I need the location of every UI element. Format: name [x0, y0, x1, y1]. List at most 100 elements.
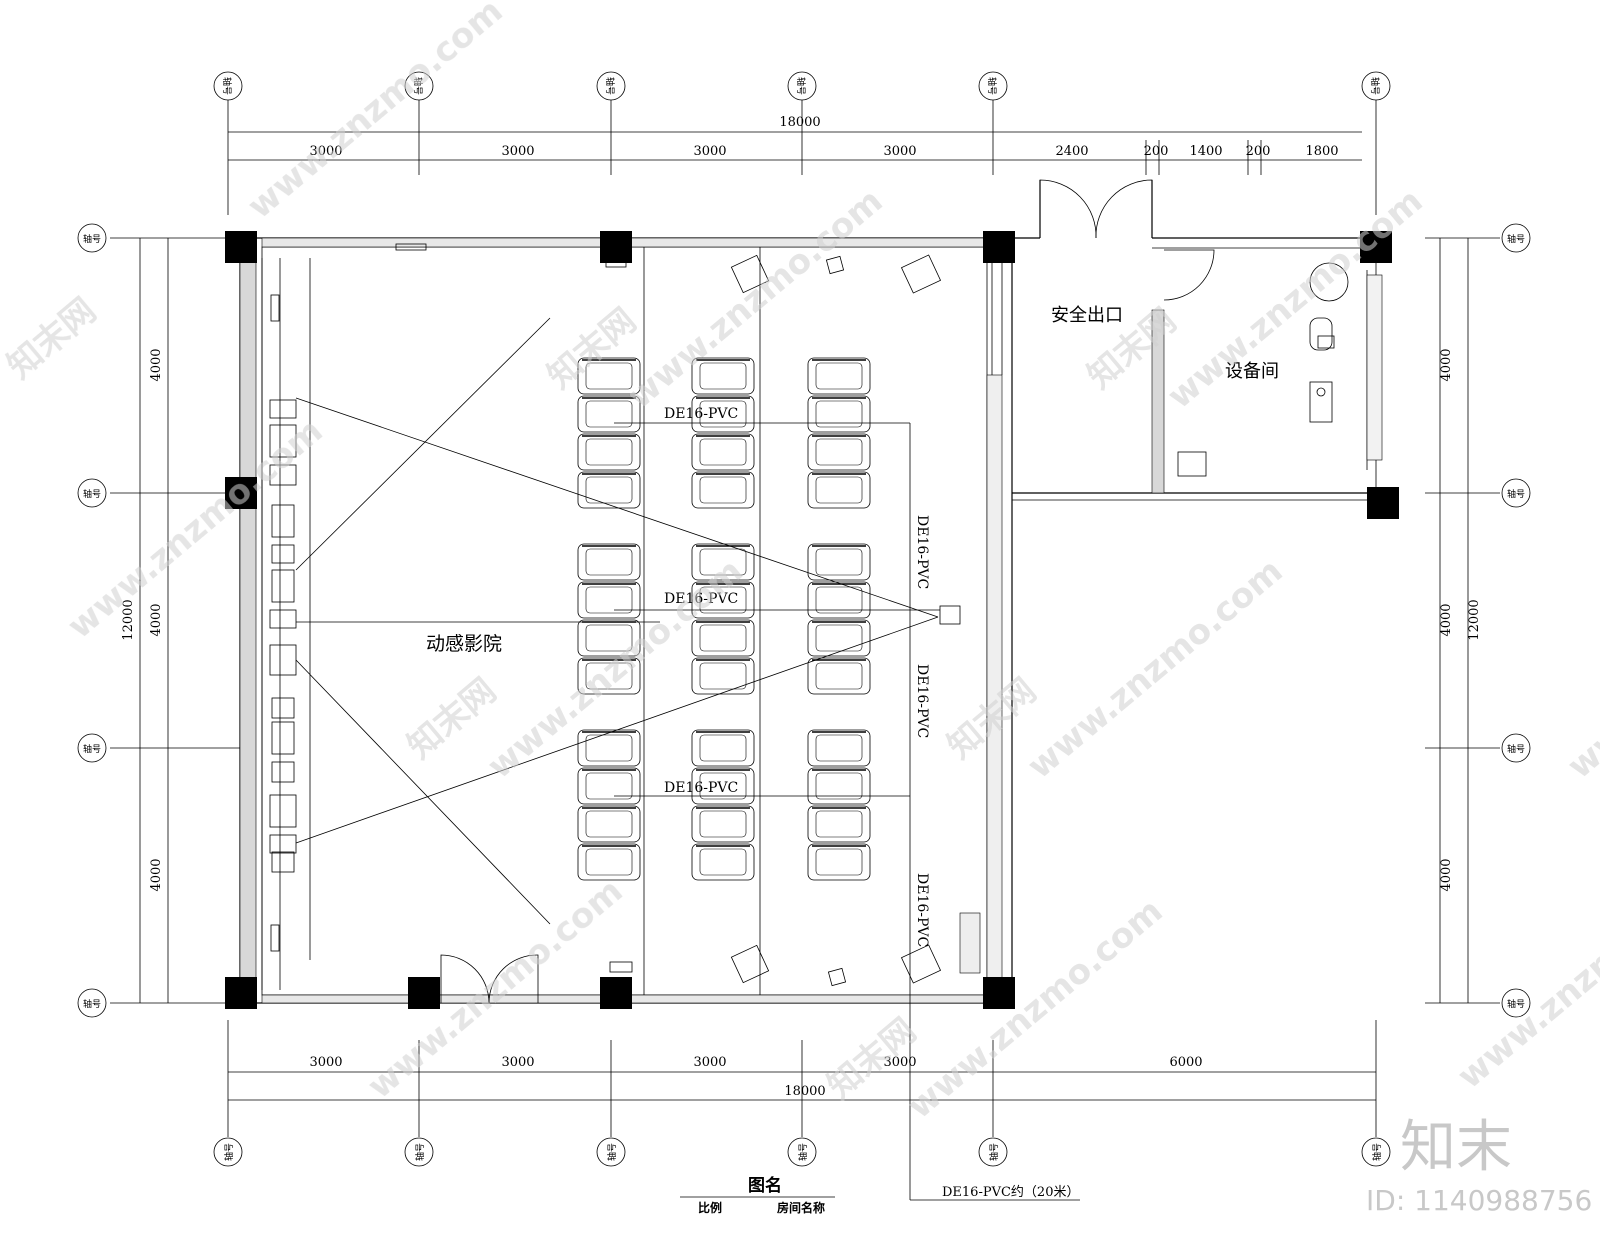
right-dim-1: 4000 [1439, 348, 1454, 381]
motion-seat [577, 729, 641, 767]
seat-cushion [585, 810, 633, 838]
axis-bubble-right-3: 轴号 [1507, 743, 1525, 755]
watermark-site: www.znzmo.com [900, 891, 1170, 1127]
motion-seat [691, 657, 755, 695]
motion-seat [807, 543, 871, 581]
top-dim-8: 200 [1246, 144, 1271, 159]
right-dim-2: 4000 [1439, 603, 1454, 636]
top-axis-bubbles: 轴号 轴号 轴号 轴号 轴号 轴号 [213, 71, 1391, 101]
seat-cushion [699, 548, 747, 576]
motion-seat [807, 395, 871, 433]
bottom-axis-bubbles: 轴号 轴号 轴号 轴号 轴号 轴号 [213, 1080, 1391, 1167]
motion-seat [577, 619, 641, 657]
seat-cushion [815, 586, 863, 614]
column [408, 977, 440, 1009]
motion-seat [577, 395, 641, 433]
axis-bubble-bottom-3: 轴号 [606, 1143, 618, 1161]
left-dim-3: 4000 [149, 858, 164, 891]
bottom-dim-2: 3000 [501, 1055, 534, 1070]
motion-seat [691, 729, 755, 767]
conduit-label-vertical2: DE16-PVC [914, 664, 930, 738]
seat-cushion [815, 548, 863, 576]
column [983, 231, 1015, 263]
motion-seat [807, 357, 871, 395]
motion-seat [691, 767, 755, 805]
axis-bubble-top-1: 轴号 [221, 77, 233, 95]
conduit-label-vertical1: DE16-PVC [914, 515, 930, 589]
column [1367, 487, 1399, 519]
motion-seat [691, 471, 755, 509]
motion-seat [691, 543, 755, 581]
motion-seat [577, 843, 641, 881]
axis-bubble-bottom-5: 轴号 [988, 1143, 1000, 1161]
top-dim-9: 1800 [1305, 144, 1338, 159]
motion-seat [577, 767, 641, 805]
motion-seat [577, 357, 641, 395]
left-axis-bubbles: 轴号 轴号 轴号 轴号 [77, 223, 107, 1018]
bottom-dim-4: 3000 [883, 1055, 916, 1070]
watermark-site: www.znzmo.com [1560, 551, 1600, 787]
right-axis-bubbles: 轴号 轴号 轴号 轴号 [1501, 223, 1531, 1018]
left-dim-1: 4000 [149, 348, 164, 381]
seat-cushion [699, 362, 747, 390]
seat-cushion [815, 476, 863, 504]
seat-cushion [585, 662, 633, 690]
axis-bubble-right-4: 轴号 [1507, 998, 1525, 1010]
column [1360, 231, 1392, 263]
left-total-dim: 12000 [121, 599, 136, 640]
room-label-equipment: 设备间 [1225, 361, 1279, 382]
seat-cushion [699, 662, 747, 690]
motion-seat [691, 805, 755, 843]
conduit-label-row2: DE16-PVC [664, 591, 738, 607]
seat-cushion [585, 586, 633, 614]
axis-bubble-bottom-6: 轴号 [1371, 1143, 1383, 1161]
motion-seats [577, 357, 871, 881]
top-total-dim: 18000 [779, 115, 820, 130]
column [225, 977, 257, 1009]
motion-seat [807, 657, 871, 695]
top-dim-1: 3000 [309, 144, 342, 159]
right-dimensions: 4000 4000 4000 12000 [1425, 237, 1500, 1004]
motion-seat [807, 767, 871, 805]
motion-seat [691, 433, 755, 471]
bottom-dim-1: 3000 [309, 1055, 342, 1070]
watermark-site: www.znzmo.com [360, 871, 630, 1107]
seat-cushion [699, 772, 747, 800]
image-id: ID: 1140988756 [1366, 1184, 1592, 1217]
axis-bubble-bottom-4: 轴号 [797, 1143, 809, 1161]
seat-cushion [815, 662, 863, 690]
screen-wall-equipment [269, 294, 297, 952]
structural-columns [225, 231, 1399, 1009]
seat-cushion [585, 624, 633, 652]
column [983, 977, 1015, 1009]
drawing-title: 图名 [748, 1175, 782, 1196]
title-block: 图名 比例 房间名称 [680, 1175, 835, 1215]
watermark-site: www.znzmo.com [240, 0, 510, 227]
motion-seat [807, 581, 871, 619]
conduit-label-row3: DE16-PVC [664, 780, 738, 796]
motion-seat [577, 805, 641, 843]
motion-seat [807, 433, 871, 471]
axis-bubble-bottom-1: 轴号 [223, 1143, 235, 1161]
seat-cushion [815, 734, 863, 762]
left-dimensions: 4000 4000 4000 12000 [110, 237, 240, 1004]
conduit-lines [614, 422, 1080, 1201]
seat-cushion [815, 400, 863, 428]
motion-seat [577, 471, 641, 509]
brand-logo: 知末 [1400, 1115, 1512, 1180]
room-label-cinema: 动感影院 [426, 633, 502, 655]
axis-bubble-right-1: 轴号 [1507, 233, 1525, 245]
room-label-exit: 安全出口 [1051, 305, 1123, 326]
projector-unit [939, 605, 961, 625]
seat-cushion [585, 734, 633, 762]
seat-cushion [699, 734, 747, 762]
watermark-site: www.znzmo.com [1020, 551, 1290, 787]
top-dim-3: 3000 [693, 144, 726, 159]
seat-cushion [585, 438, 633, 466]
seat-cushion [815, 810, 863, 838]
axis-bubble-right-2: 轴号 [1507, 488, 1525, 500]
motion-seat [691, 843, 755, 881]
seat-cushion [699, 438, 747, 466]
watermark-site: www.znzmo.com [480, 551, 750, 787]
